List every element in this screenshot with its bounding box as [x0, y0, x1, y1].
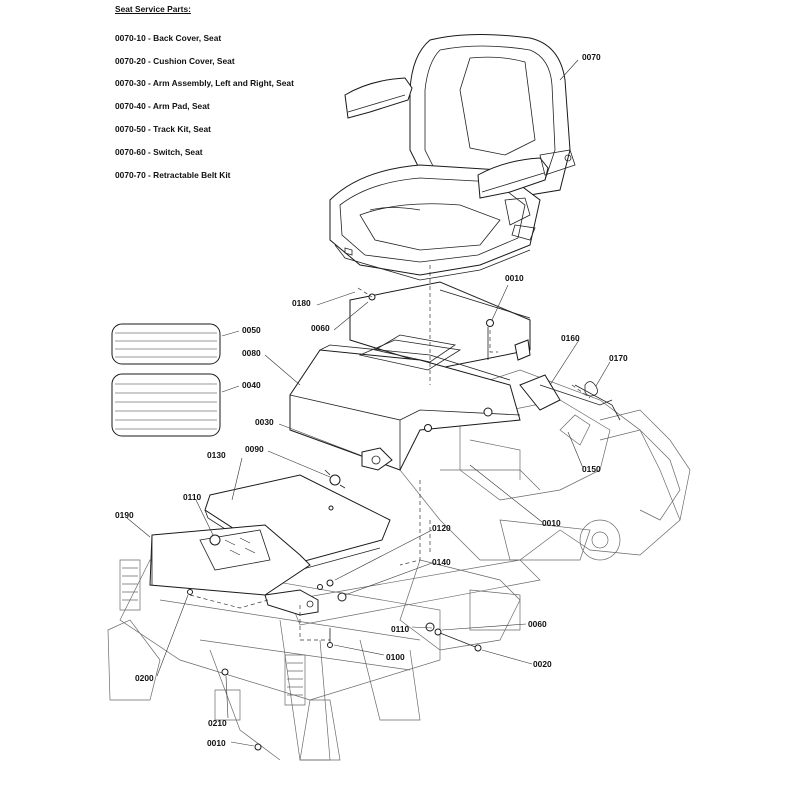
callout-0010-bottom: 0010 — [207, 738, 226, 748]
decal-0050 — [111, 323, 221, 365]
legend-item-back-cover: 0070-10 - Back Cover, Seat — [115, 33, 222, 43]
callout-0170: 0170 — [609, 353, 628, 363]
decal-0040 — [111, 373, 221, 437]
spring-0170 — [584, 381, 598, 397]
callout-0100: 0100 — [386, 652, 405, 662]
callout-0150: 0150 — [582, 464, 601, 474]
callout-0200: 0200 — [135, 673, 154, 683]
callout-0180: 0180 — [292, 298, 311, 308]
hardware-items — [187, 293, 494, 751]
callout-0040: 0040 — [242, 380, 261, 390]
callout-0060-right: 0060 — [528, 619, 547, 629]
legend-item-cushion-cover: 0070-20 - Cushion Cover, Seat — [115, 56, 235, 66]
callout-0140: 0140 — [432, 557, 451, 567]
legend-item-switch: 0070-60 - Switch, Seat — [115, 147, 203, 157]
callout-0070: 0070 — [582, 52, 601, 62]
callout-0010-top: 0010 — [505, 273, 524, 283]
callout-0190: 0190 — [115, 510, 134, 520]
callout-0080: 0080 — [242, 348, 261, 358]
callout-0010-mid: 0010 — [542, 518, 561, 528]
callout-0110-left: 0110 — [183, 492, 202, 502]
legend-item-retractable-belt: 0070-70 - Retractable Belt Kit — [115, 170, 231, 180]
seat-pan-assembly — [289, 281, 531, 471]
seat-assembly — [329, 33, 576, 281]
callout-0160: 0160 — [561, 333, 580, 343]
bracket-0190 — [149, 524, 319, 616]
mower-chassis-frame — [107, 369, 691, 761]
callout-0210: 0210 — [208, 718, 227, 728]
callout-0050: 0050 — [242, 325, 261, 335]
leader-lines — [126, 59, 611, 747]
callout-0110-right: 0110 — [391, 624, 410, 634]
legend-item-arm-assembly: 0070-30 - Arm Assembly, Left and Right, … — [115, 78, 294, 88]
callout-0030: 0030 — [255, 417, 274, 427]
callout-0130: 0130 — [207, 450, 226, 460]
callout-0060-top: 0060 — [311, 323, 330, 333]
assembly-dashed-lines — [189, 265, 591, 641]
legend-item-arm-pad: 0070-40 - Arm Pad, Seat — [115, 101, 210, 111]
callout-0120: 0120 — [432, 523, 451, 533]
legend-title: Seat Service Parts: — [115, 4, 191, 14]
callout-labels: 0070 0010 0180 0060 0050 0080 0040 0160 … — [115, 52, 628, 748]
callout-0020: 0020 — [533, 659, 552, 669]
part-0160 — [519, 374, 621, 421]
legend-item-track-kit: 0070-50 - Track Kit, Seat — [115, 124, 211, 134]
callout-0090: 0090 — [245, 444, 264, 454]
